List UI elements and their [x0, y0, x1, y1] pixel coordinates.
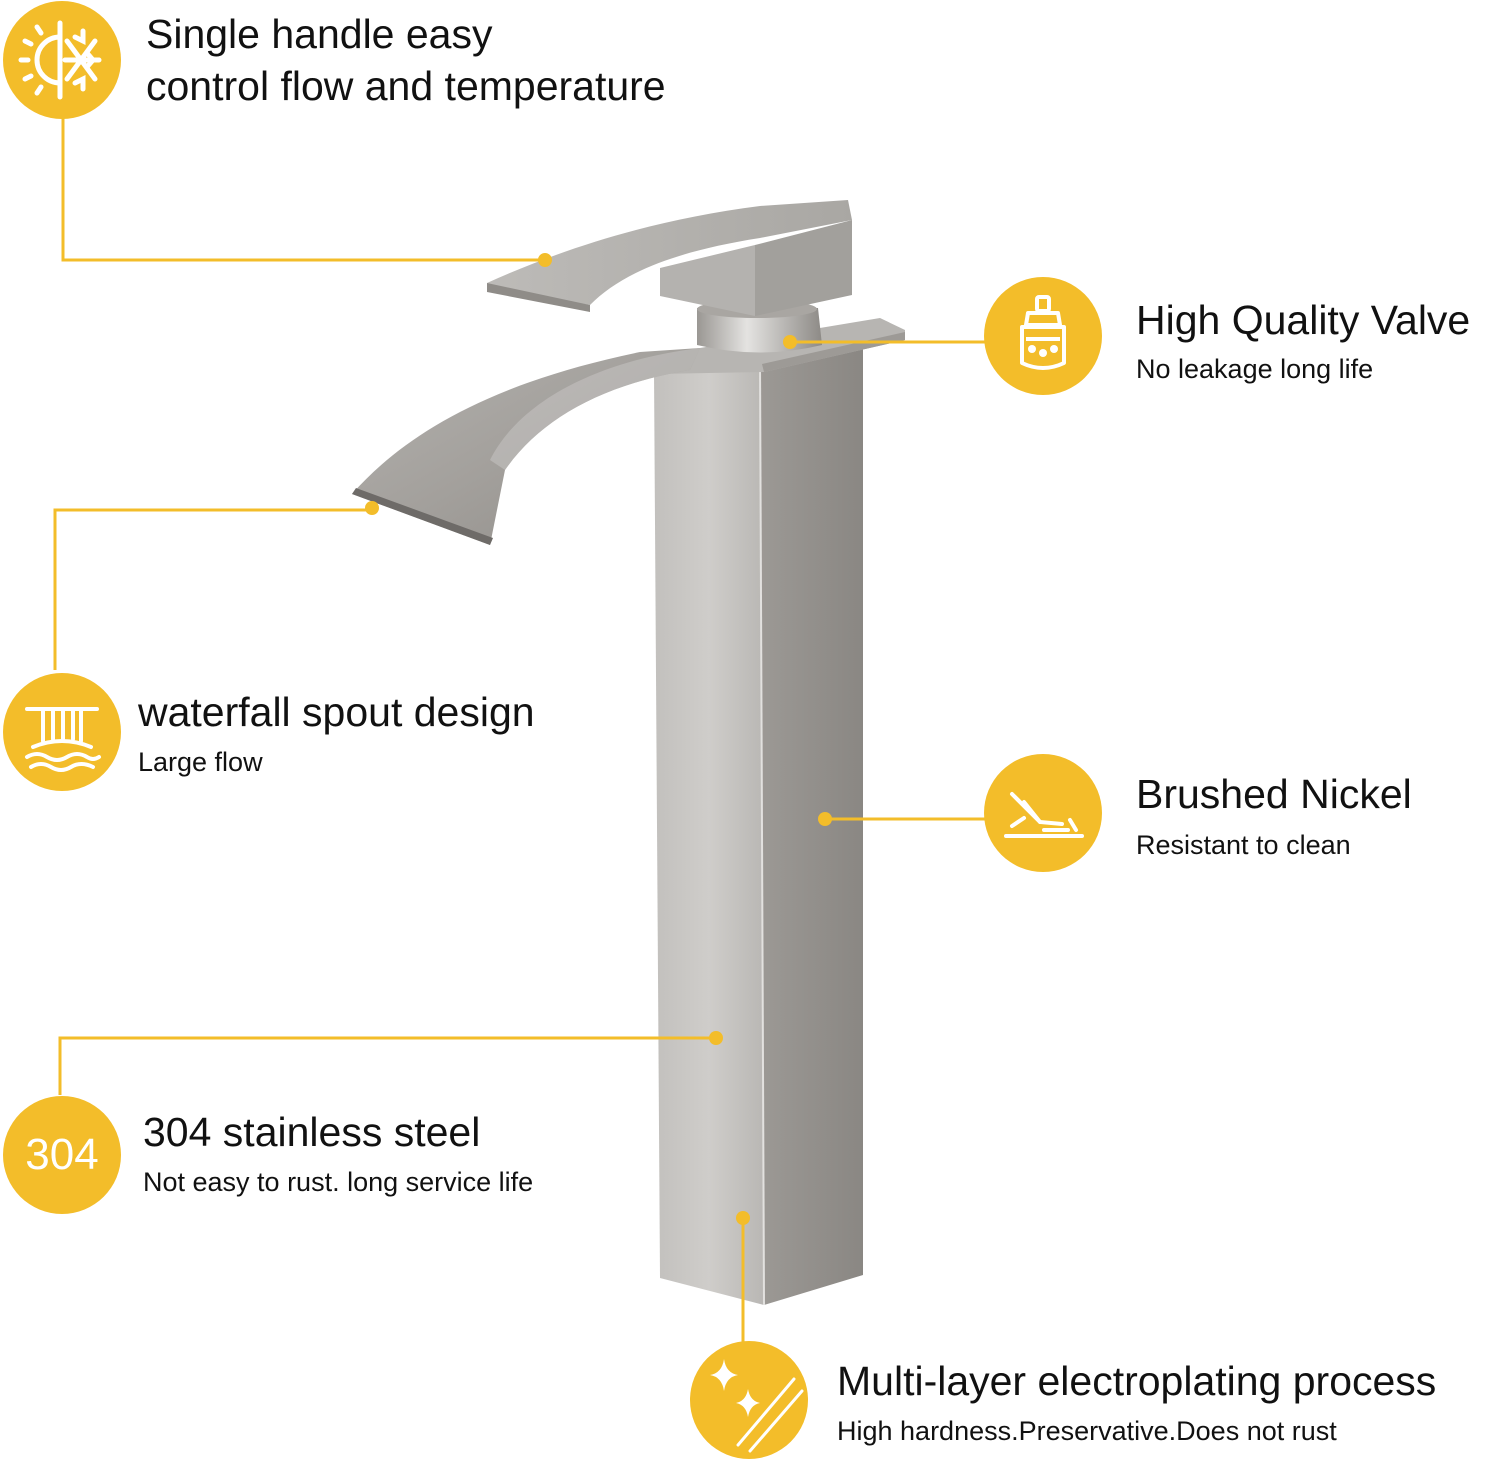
faucet-body-side — [760, 332, 863, 1305]
feature-steel-subtitle: Not easy to rust. long service life — [143, 1167, 534, 1197]
feature-handle-title-line1: Single handle easy — [146, 11, 493, 57]
faucet-body-front — [654, 362, 764, 1305]
leader-handle — [61, 115, 545, 262]
feature-valve-subtitle: No leakage long life — [1136, 354, 1374, 384]
dot-spout — [365, 501, 379, 515]
dot-steel — [709, 1031, 723, 1045]
sparkle-icon — [690, 1341, 808, 1459]
feature-plating-title: Multi-layer electroplating process — [837, 1358, 1437, 1404]
hot-cold-icon — [3, 1, 121, 119]
feature-valve-title: High Quality Valve — [1136, 297, 1471, 343]
faucet-handle-lever — [487, 200, 852, 305]
feature-spout-title: waterfall spout design — [138, 689, 535, 735]
dot-handle — [538, 253, 552, 267]
faucet-spout — [352, 348, 700, 545]
steel-grade-badge-text: 304 — [25, 1130, 99, 1179]
leader-spout — [53, 508, 372, 670]
feature-spout-subtitle: Large flow — [138, 747, 263, 777]
steel-grade-badge: 304 — [3, 1096, 121, 1214]
dot-valve — [783, 335, 797, 349]
faucet-handle-block — [660, 245, 755, 316]
feature-handle-title-line2: control flow and temperature — [146, 63, 666, 109]
feature-steel-title: 304 stainless steel — [143, 1109, 481, 1155]
dot-plating — [736, 1211, 750, 1225]
valve-cartridge-icon — [984, 277, 1102, 395]
feature-plating-subtitle: High hardness.Preservative.Does not rust — [837, 1416, 1337, 1446]
brush-icon — [984, 754, 1102, 872]
leader-lines — [53, 115, 985, 1342]
dot-nickel — [818, 812, 832, 826]
leader-steel — [58, 1036, 716, 1095]
leader-dots — [365, 253, 832, 1225]
waterfall-icon — [3, 673, 121, 791]
feature-nickel-title: Brushed Nickel — [1136, 771, 1412, 817]
feature-nickel-subtitle: Resistant to clean — [1136, 830, 1351, 860]
